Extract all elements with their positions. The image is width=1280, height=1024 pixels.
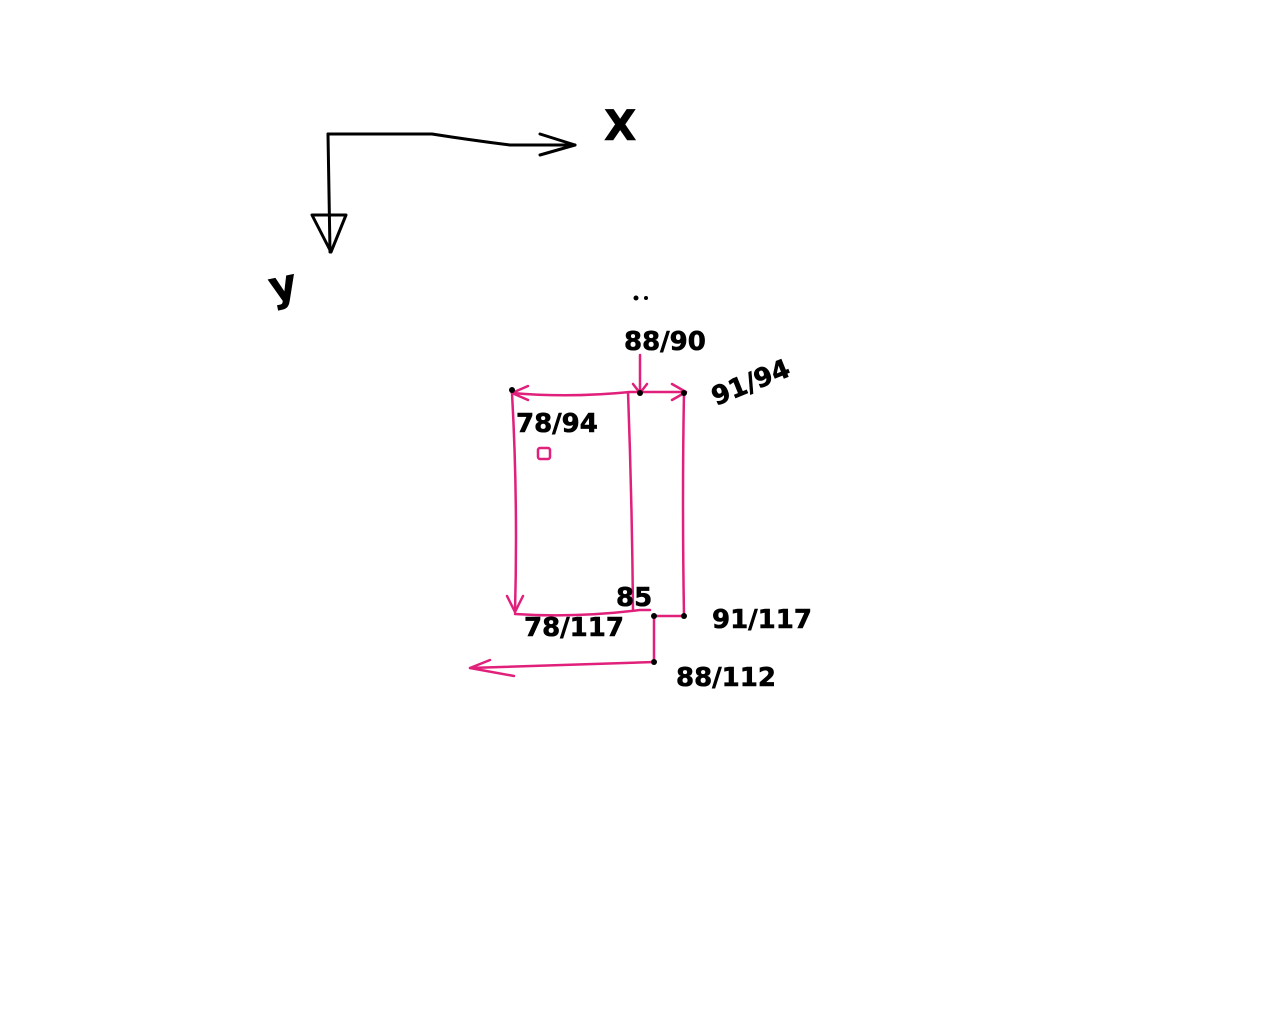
- y-axis-arrowhead: [310, 213, 348, 254]
- left-edge: [510, 391, 518, 614]
- entry-arrow: [631, 353, 649, 395]
- point-label-bottom-left: 78/117: [524, 613, 624, 643]
- x-axis-arrowhead: [538, 132, 577, 157]
- point-label-top-left: 78/94: [516, 409, 598, 439]
- dot-top-left: [509, 387, 515, 393]
- point-label-bottom-right: 91/117: [712, 605, 812, 635]
- point-label-top-right: 91/94: [707, 354, 794, 412]
- axes: [310, 132, 577, 254]
- dot-note: [633, 295, 639, 301]
- dot-top-right: [681, 390, 687, 396]
- exit-arrowhead: [468, 658, 516, 678]
- point-label-bottom-inner: 85: [616, 583, 652, 613]
- left-down-arrowhead: [505, 594, 525, 614]
- pink-path: [468, 353, 688, 678]
- dot-top: [637, 390, 643, 396]
- corner-dots: [509, 295, 687, 665]
- inner-vertical: [626, 390, 635, 612]
- x-axis-label: X: [604, 101, 636, 150]
- dot-bottom-right: [681, 613, 687, 619]
- dot-bottom-step: [651, 659, 657, 665]
- bottom-edge: [513, 608, 652, 617]
- point-label-step: 88/112: [676, 663, 776, 693]
- right-edge: [652, 390, 686, 618]
- x-axis-line: [326, 132, 577, 147]
- y-axis-line: [326, 132, 332, 254]
- point-label-top: 88/90: [624, 327, 706, 357]
- dot-step: [651, 613, 657, 619]
- top-edge: [510, 390, 686, 397]
- y-axis-label: y: [264, 258, 301, 312]
- small-square: [536, 446, 552, 461]
- exit-line: [468, 660, 656, 670]
- dot-note-2: [644, 296, 648, 300]
